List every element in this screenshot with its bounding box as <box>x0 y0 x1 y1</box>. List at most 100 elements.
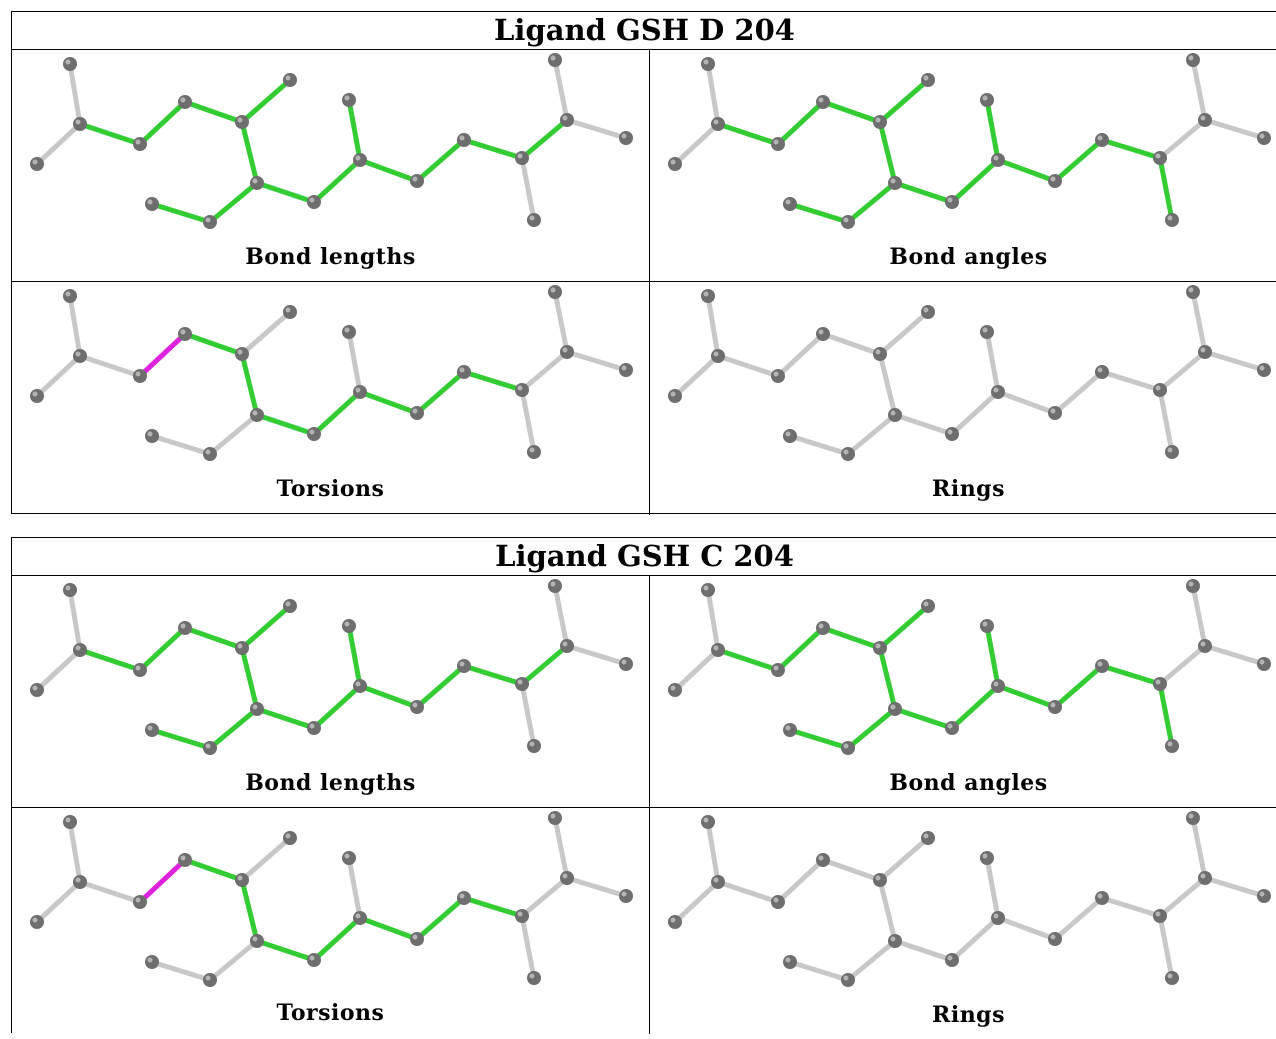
atom-highlight <box>993 387 999 393</box>
bond <box>1157 155 1175 223</box>
bond <box>1099 895 1163 919</box>
bond <box>1202 349 1267 373</box>
atom-highlight <box>670 917 676 923</box>
atom-highlight <box>529 447 535 453</box>
atom-highlight <box>32 685 38 691</box>
atom-highlight <box>237 875 243 881</box>
atom-highlight <box>562 115 568 121</box>
atom-highlight <box>562 641 568 647</box>
bond <box>67 587 83 653</box>
bond <box>877 603 931 651</box>
bond <box>357 915 420 942</box>
atom <box>1198 113 1212 127</box>
atom-highlight <box>993 155 999 161</box>
atom-highlight <box>670 159 676 165</box>
atom <box>873 873 887 887</box>
bond <box>346 623 363 689</box>
atom <box>63 289 77 303</box>
atom-highlight <box>923 307 929 313</box>
atom <box>783 197 797 211</box>
atom <box>1198 871 1212 885</box>
bond <box>357 683 420 710</box>
atom <box>1186 811 1200 825</box>
atom-highlight <box>147 725 153 731</box>
atom-highlight <box>355 913 361 919</box>
atom <box>250 408 264 422</box>
atom-highlight <box>135 371 141 377</box>
atom-highlight <box>32 917 38 923</box>
atom-highlight <box>843 449 849 455</box>
atom <box>548 811 562 825</box>
atom-highlight <box>993 681 999 687</box>
atom-highlight <box>65 817 71 823</box>
atom <box>783 429 797 443</box>
bond <box>239 351 260 418</box>
bond <box>137 857 188 905</box>
atom-highlight <box>713 877 719 883</box>
bond <box>1099 663 1163 687</box>
atom <box>548 285 562 299</box>
bond <box>845 412 898 457</box>
atom-highlight <box>309 723 315 729</box>
atom <box>980 325 994 339</box>
atom-highlight <box>252 704 258 710</box>
bond <box>414 137 467 184</box>
bond <box>672 879 721 925</box>
atom-highlight <box>147 431 153 437</box>
bond <box>239 119 260 186</box>
atom <box>619 363 633 377</box>
bond <box>239 645 260 712</box>
atom <box>410 406 424 420</box>
atom <box>527 971 541 985</box>
atom <box>921 305 935 319</box>
panel-caption: Rings <box>932 476 1005 502</box>
atom <box>888 934 902 948</box>
atom <box>560 113 574 127</box>
bond <box>182 625 245 651</box>
bond <box>346 329 363 395</box>
molecule-diagram <box>668 53 1271 229</box>
atom-highlight <box>412 176 418 182</box>
atom <box>145 197 159 211</box>
atom-highlight <box>205 743 211 749</box>
atom <box>841 215 855 229</box>
atom <box>527 445 541 459</box>
atom <box>307 721 321 735</box>
bond <box>519 117 570 161</box>
bond <box>346 97 363 163</box>
atom-highlight <box>344 853 350 859</box>
atom <box>945 721 959 735</box>
atom <box>307 953 321 967</box>
atom <box>307 427 321 441</box>
atom-highlight <box>65 585 71 591</box>
atom <box>457 133 471 147</box>
atom <box>203 215 217 229</box>
bond <box>311 915 363 963</box>
atom <box>1095 659 1109 673</box>
atom <box>342 325 356 339</box>
bond <box>995 157 1058 184</box>
atom <box>668 157 682 171</box>
panel-bond-lengths: Bond lengths <box>12 576 649 807</box>
atom <box>133 137 147 151</box>
bond <box>552 583 570 649</box>
atom-highlight <box>180 329 186 335</box>
bond <box>877 645 898 712</box>
bond <box>34 353 83 399</box>
atom <box>1153 909 1167 923</box>
atom <box>921 599 935 613</box>
bond <box>137 625 188 673</box>
atom-highlight <box>285 307 291 313</box>
bond <box>357 157 420 184</box>
atom <box>668 915 682 929</box>
atom <box>63 815 77 829</box>
atom-highlight <box>1167 215 1173 221</box>
atom <box>410 174 424 188</box>
bond <box>775 331 826 379</box>
atom-highlight <box>1155 911 1161 917</box>
atom-highlight <box>621 891 627 897</box>
bond <box>137 99 188 147</box>
atom-highlight <box>703 59 709 65</box>
atom-highlight <box>1050 176 1056 182</box>
atom <box>873 115 887 129</box>
